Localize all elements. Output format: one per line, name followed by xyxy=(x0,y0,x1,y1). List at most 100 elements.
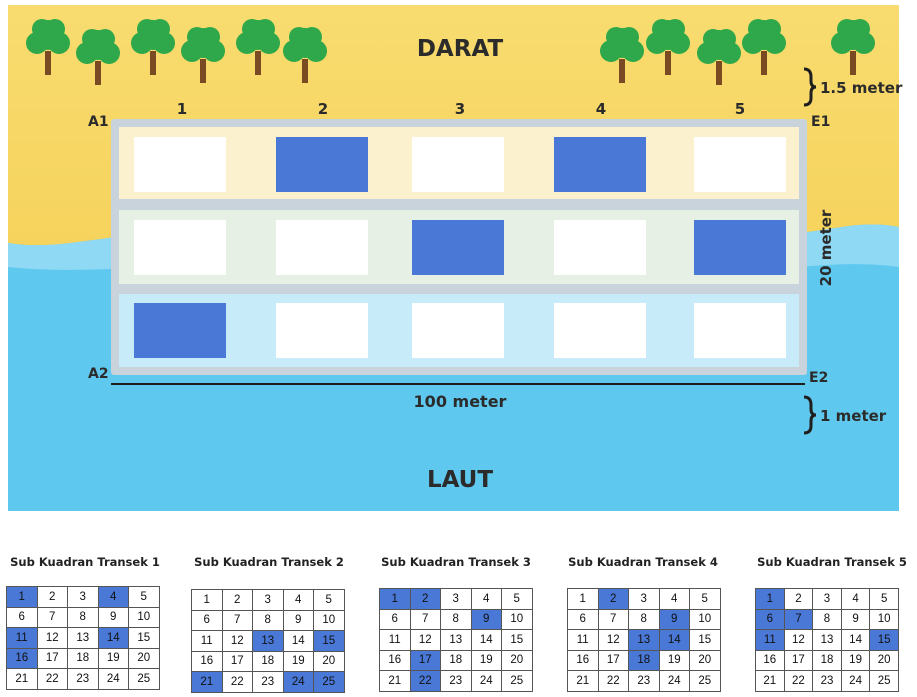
grid-cell: 2 xyxy=(221,589,253,611)
grid-cell: 16 xyxy=(6,647,38,669)
transect-scene: 1 2 3 4 5 A1 E1 A2 E2 DARAT LAUT 100 met… xyxy=(8,5,903,511)
grid-cell: 4 xyxy=(840,588,871,610)
grid-cell: 11 xyxy=(6,627,38,649)
tree-icon xyxy=(600,27,644,83)
tree-icon xyxy=(697,29,741,85)
grid-cell: 19 xyxy=(658,649,690,671)
grid-cell: 17 xyxy=(597,649,629,671)
grid-cell: 2 xyxy=(409,588,441,610)
grid-cell: 10 xyxy=(128,606,160,628)
tree-icon xyxy=(283,27,327,83)
grid-cell: 15 xyxy=(869,629,899,651)
empty-quadrant xyxy=(554,303,646,358)
empty-quadrant xyxy=(134,137,226,192)
tree-icon xyxy=(236,19,280,75)
top-spacing-brace xyxy=(803,67,817,107)
grid-cell: 15 xyxy=(501,629,533,651)
grid-cell: 6 xyxy=(6,606,38,628)
tree-icon xyxy=(742,19,786,75)
grid-cell: 21 xyxy=(567,670,599,692)
tree-icon xyxy=(76,29,120,85)
grid-cell: 20 xyxy=(501,649,533,671)
sampled-quadrant xyxy=(694,220,786,275)
grid-cell: 12 xyxy=(36,627,68,649)
sampled-quadrant xyxy=(276,137,368,192)
grid-cell: 3 xyxy=(252,589,284,611)
grid-cell: 21 xyxy=(191,671,223,693)
corner-label-a1: A1 xyxy=(88,114,109,130)
grid-cell: 17 xyxy=(409,649,441,671)
grid-cell: 20 xyxy=(128,647,160,669)
transect-title-3: Sub Kuadran Transek 3 xyxy=(381,555,531,569)
top-spacing-label: 1.5 meter xyxy=(820,79,903,97)
grid-cell: 7 xyxy=(783,608,814,630)
grid-cell: 11 xyxy=(379,629,411,651)
grid-cell: 4 xyxy=(282,589,314,611)
grid-cell: 1 xyxy=(191,589,223,611)
grid-cell: 16 xyxy=(567,649,599,671)
sampled-quadrant xyxy=(554,137,646,192)
grid-cell: 23 xyxy=(628,670,660,692)
grid-cell: 13 xyxy=(628,629,660,651)
grid-cell: 12 xyxy=(221,630,253,652)
grid-cell: 17 xyxy=(36,647,68,669)
grid-cell: 8 xyxy=(67,606,99,628)
grid-cell: 16 xyxy=(379,649,411,671)
grid-cell: 11 xyxy=(191,630,223,652)
grid-cell: 7 xyxy=(409,608,441,630)
grid-cell: 21 xyxy=(6,668,38,690)
grid-cell: 9 xyxy=(97,606,129,628)
column-number: 2 xyxy=(318,100,328,118)
grid-cell: 2 xyxy=(597,588,629,610)
quadrant-group xyxy=(134,137,786,358)
land-label: DARAT xyxy=(417,36,504,62)
grid-cell: 24 xyxy=(840,670,871,692)
grid-cell: 8 xyxy=(812,608,842,630)
grid-cell: 10 xyxy=(501,608,533,630)
grid-cell: 22 xyxy=(597,670,629,692)
grid-cell: 25 xyxy=(689,670,721,692)
grid-cell: 8 xyxy=(440,608,472,630)
grid-cell: 9 xyxy=(840,608,871,630)
grid-cell: 4 xyxy=(97,586,129,608)
grid-cell: 10 xyxy=(689,608,721,630)
grid-cell: 23 xyxy=(440,670,472,692)
grid-cell: 15 xyxy=(689,629,721,651)
grid-cell: 17 xyxy=(221,650,253,672)
grid-cell: 2 xyxy=(783,588,814,610)
empty-quadrant xyxy=(412,137,504,192)
column-number: 1 xyxy=(177,100,187,118)
grid-cell: 12 xyxy=(783,629,814,651)
grid-cell: 6 xyxy=(755,608,785,630)
grid-cell: 19 xyxy=(470,649,502,671)
grid-cell: 19 xyxy=(97,647,129,669)
grid-cell: 14 xyxy=(658,629,690,651)
grid-cell: 15 xyxy=(128,627,160,649)
bottom-spacing-brace xyxy=(803,395,817,435)
grid-cell: 22 xyxy=(783,670,814,692)
tree-icon xyxy=(831,19,875,75)
grid-cell: 24 xyxy=(97,668,129,690)
grid-cell: 18 xyxy=(812,649,842,671)
grid-cell: 23 xyxy=(812,670,842,692)
grid-cell: 10 xyxy=(313,609,345,631)
grid-cell: 15 xyxy=(313,630,345,652)
bottom-spacing-label: 1 meter xyxy=(820,407,887,425)
grid-cell: 3 xyxy=(67,586,99,608)
grid-cell: 12 xyxy=(597,629,629,651)
grid-cell: 14 xyxy=(282,630,314,652)
grid-cell: 13 xyxy=(252,630,284,652)
grid-cell: 3 xyxy=(440,588,472,610)
